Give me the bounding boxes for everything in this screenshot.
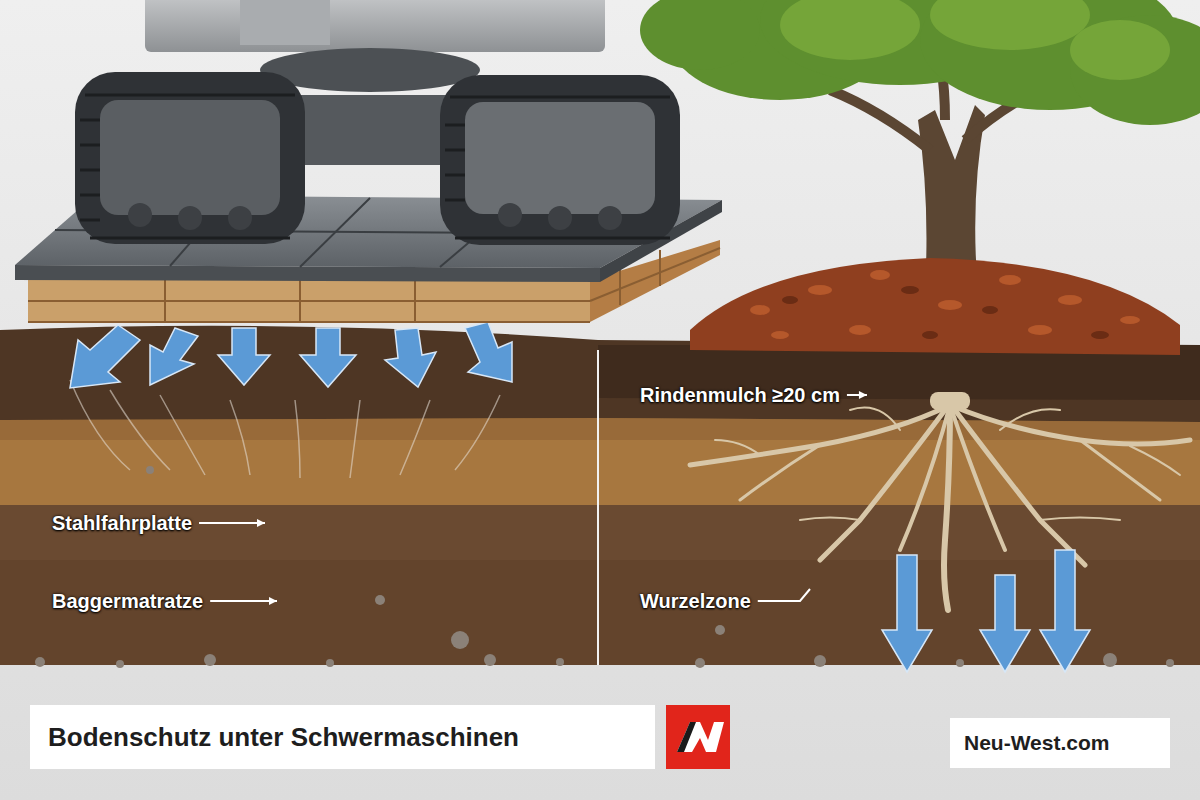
title-box: Bodenschutz unter Schwermaschinen — [30, 705, 655, 769]
part-label: Rindenmulch ≥20 cm — [640, 384, 840, 406]
tree — [640, 0, 1200, 290]
pressure-lines — [70, 380, 500, 478]
logo — [666, 705, 730, 769]
leader-head — [859, 391, 867, 399]
excavator — [75, 0, 680, 245]
label-wrap: Wurzelzone — [640, 590, 751, 613]
label-wrap: Stahlfahrplatte — [52, 512, 192, 535]
leader-head — [257, 519, 265, 527]
water-arrows — [882, 550, 1090, 672]
label-wrap: Baggermatratze — [52, 590, 203, 613]
part-label: Stahlfahrplatte — [52, 512, 192, 534]
leader-line — [758, 589, 810, 601]
leader-head — [269, 597, 277, 605]
watermark: Neu-West.com — [964, 731, 1109, 755]
bark-mulch — [690, 258, 1180, 355]
leader-line — [199, 522, 265, 524]
part-label: Wurzelzone — [640, 590, 751, 612]
title: Bodenschutz unter Schwermaschinen — [48, 722, 519, 753]
label-wrap: Rindenmulch ≥20 cm — [640, 384, 840, 407]
load-arrows — [70, 322, 512, 388]
leader-line — [210, 600, 277, 602]
roots — [690, 392, 1190, 610]
watermark-box: Neu-West.com — [950, 718, 1170, 768]
part-label: Baggermatratze — [52, 590, 203, 612]
soil-profile — [0, 326, 1200, 668]
